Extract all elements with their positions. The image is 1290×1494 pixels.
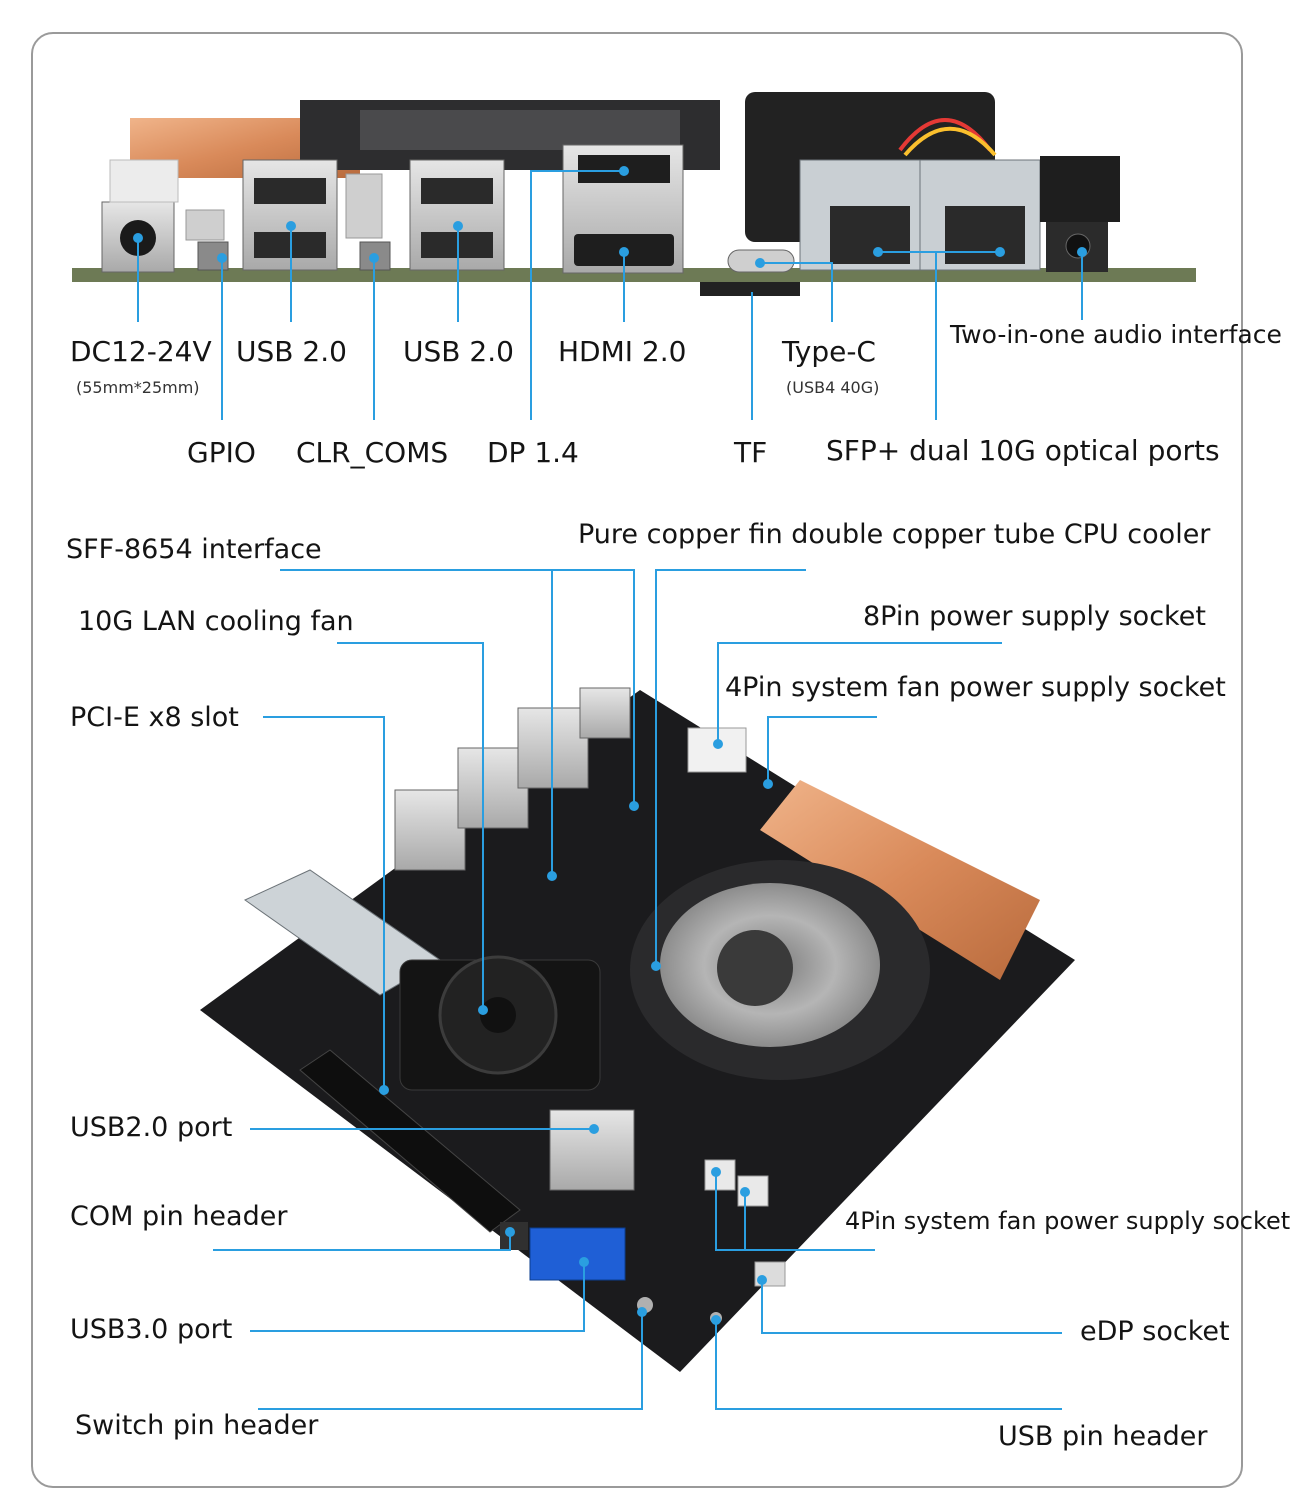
label-power8: 8Pin power supply socket	[863, 601, 1206, 632]
gpio-button	[197, 241, 229, 271]
label-cooler: Pure copper fin double copper tube CPU c…	[578, 519, 1211, 550]
label-usb-right: USB 2.0	[403, 335, 514, 368]
board-usb-b	[457, 747, 529, 829]
board-com-header	[500, 1222, 528, 1250]
rear-pcb-edge	[72, 268, 1196, 282]
label-usb-left: USB 2.0	[236, 335, 347, 368]
label-switch: Switch pin header	[75, 1410, 319, 1441]
label-usb30: USB3.0 port	[70, 1314, 233, 1345]
label-dp: DP 1.4	[487, 436, 579, 469]
label-edp: eDP socket	[1080, 1316, 1230, 1347]
label-com: COM pin header	[70, 1201, 288, 1232]
board-fan-header-b	[737, 1175, 769, 1207]
label-typec-note: (USB4 40G)	[786, 378, 880, 397]
label-usb-header: USB pin header	[998, 1421, 1208, 1452]
label-tf: TF	[734, 436, 768, 469]
label-audio: Two-in-one audio interface	[950, 320, 1282, 349]
label-dc: DC12-24V	[70, 335, 212, 368]
label-usb20-port: USB2.0 port	[70, 1112, 233, 1143]
board-copper-fins	[760, 780, 1040, 980]
pcie-slot	[299, 1049, 521, 1233]
board-usb3-header	[529, 1227, 626, 1281]
label-pcie: PCI-E x8 slot	[70, 702, 239, 733]
board-view	[200, 687, 1075, 1372]
label-hdmi: HDMI 2.0	[558, 335, 687, 368]
label-clr-coms: CLR_COMS	[296, 436, 449, 469]
leader-lines	[133, 166, 1087, 1410]
board-usb20	[549, 1109, 635, 1191]
label-dc-note: (55mm*25mm)	[76, 378, 200, 397]
label-lan-fan: 10G LAN cooling fan	[78, 606, 354, 637]
label-fan4-top: 4Pin system fan power supply socket	[725, 672, 1226, 703]
label-sfp: SFP+ dual 10G optical ports	[826, 434, 1220, 467]
label-fan4-bottom: 4Pin system fan power supply socket	[845, 1207, 1290, 1235]
tf-slot	[700, 282, 800, 296]
label-gpio: GPIO	[187, 436, 256, 469]
board-usb-a	[394, 789, 466, 871]
label-sff: SFF-8654 interface	[66, 534, 322, 565]
board-pcb	[200, 690, 1075, 1372]
rear-io-panel	[72, 92, 1196, 296]
label-typec: Type-C	[782, 335, 876, 368]
